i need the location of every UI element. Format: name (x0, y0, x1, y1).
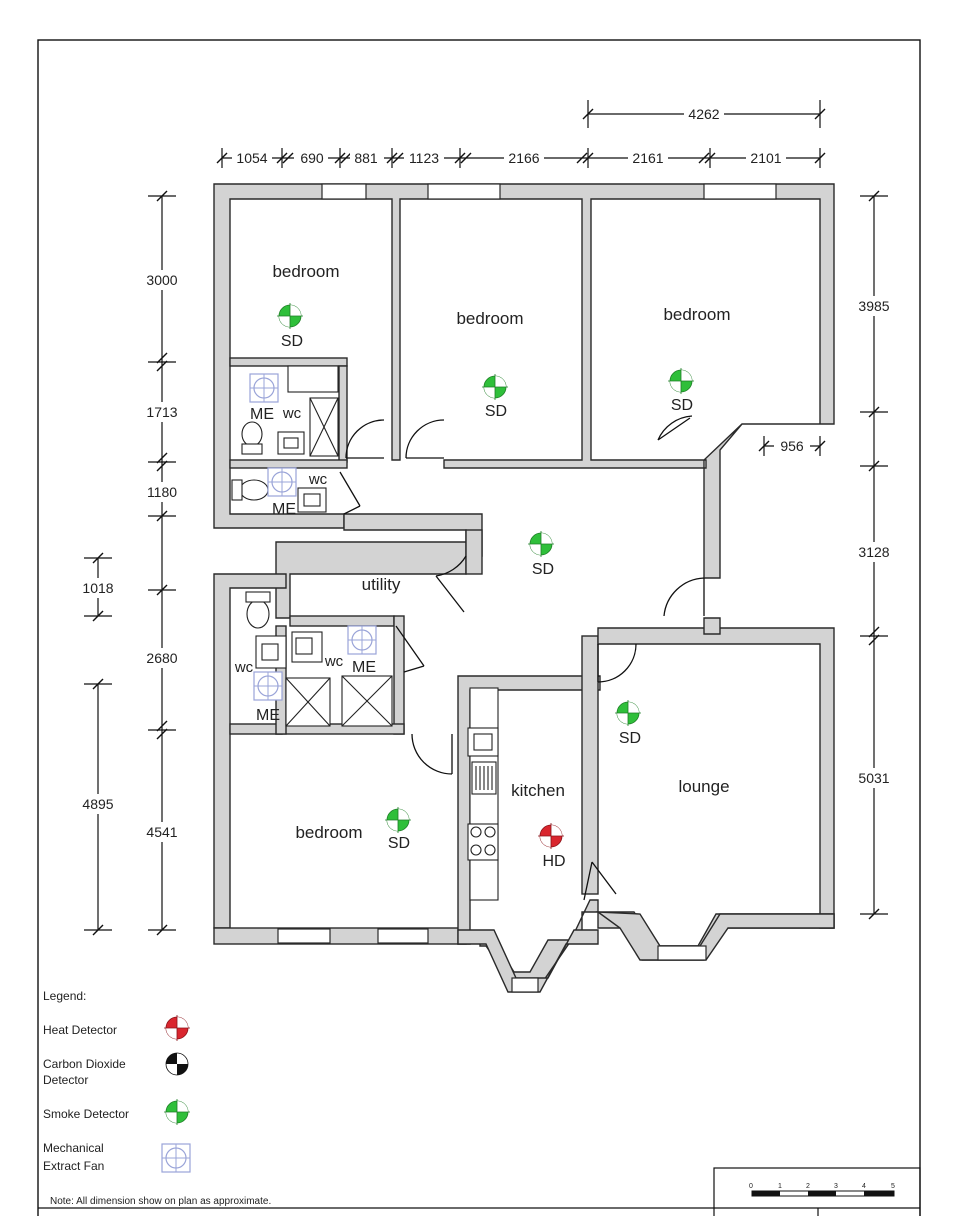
walls (213, 183, 835, 993)
scale-tick-3: 3 (834, 1183, 838, 1190)
smoke-detector-icon (614, 699, 642, 727)
wc-label-1: wc (282, 405, 302, 422)
dim-outer-1: 1018 (82, 580, 113, 596)
dim-top-4: 1123 (409, 150, 439, 166)
dim-top-5: 2166 (508, 150, 539, 166)
smoke-detector-icon (163, 1098, 191, 1126)
dim-left-1: 3000 (146, 272, 177, 288)
smoke-detector-icon (527, 530, 555, 558)
sd-label: SD (532, 561, 554, 578)
room-label-bedroom-sw: bedroom (295, 823, 362, 842)
carbon-dioxide-detector-icon (165, 1052, 189, 1076)
sd-label: SD (671, 397, 693, 414)
me-label: ME (250, 406, 274, 423)
legend-title: Legend: (43, 989, 86, 1003)
dim-left-5: 4541 (146, 824, 177, 840)
extract-fan-icon (347, 625, 377, 655)
legend-fan-label-2: Extract Fan (43, 1159, 104, 1173)
plan-note: Note: All dimension show on plan as appr… (50, 1196, 271, 1207)
dimension-labels: 4262 1054 690 881 1123 2166 2161 2101 30… (76, 105, 896, 842)
sanitary-fixtures (231, 365, 499, 901)
extract-fan-icon (161, 1143, 191, 1173)
sd-label: SD (281, 333, 303, 350)
legend-co2-label-2: Detector (43, 1073, 88, 1087)
sd-label: SD (619, 730, 641, 747)
title-block-box (713, 1167, 921, 1216)
scale-bar (751, 1190, 895, 1197)
dim-left-3: 1180 (147, 484, 177, 500)
wc-label-3: wc (234, 659, 254, 676)
extract-fan-icon (249, 373, 279, 403)
room-label-kitchen: kitchen (511, 781, 565, 800)
room-label-bedroom-ne: bedroom (663, 305, 730, 324)
heat-detector-icon (163, 1014, 191, 1042)
scale-tick-1: 1 (778, 1183, 782, 1190)
legend-smoke-label: Smoke Detector (43, 1107, 129, 1121)
room-label-utility: utility (362, 575, 401, 594)
scale-bar-ticks: 0 1 2 3 4 5 (749, 1183, 895, 1190)
dim-right-1: 3985 (858, 298, 889, 314)
smoke-detector-icon (667, 367, 695, 395)
wc-labels: wc wc wc wc (234, 405, 344, 676)
dim-outer-2: 4895 (82, 796, 113, 812)
extract-fan-icon (253, 671, 283, 701)
dim-top-2: 690 (300, 150, 324, 166)
dim-left-4: 2680 (146, 650, 177, 666)
scale-tick-0: 0 (749, 1183, 753, 1190)
room-label-lounge: lounge (678, 777, 729, 796)
extract-fan-icon (267, 467, 297, 497)
dim-right-2: 3128 (858, 544, 889, 560)
scale-tick-4: 4 (862, 1183, 866, 1190)
wc-label-2: wc (308, 471, 328, 488)
legend: Legend: Heat Detector Carbon Dioxide Det… (43, 989, 191, 1173)
windows (277, 183, 777, 993)
dim-top-6: 2161 (632, 150, 663, 166)
legend-co2-label-1: Carbon Dioxide (43, 1057, 126, 1071)
dim-right-3: 5031 (858, 770, 889, 786)
dim-top-1: 1054 (236, 150, 267, 166)
room-labels: bedroom bedroom bedroom utility kitchen … (272, 262, 730, 842)
doors (339, 415, 705, 901)
legend-fan-label-1: Mechanical (43, 1141, 104, 1155)
room-label-bedroom-nw: bedroom (272, 262, 339, 281)
hd-label: HD (542, 853, 565, 870)
me-label: ME (352, 659, 376, 676)
scale-tick-2: 2 (806, 1183, 810, 1190)
scale-tick-5: 5 (891, 1183, 895, 1190)
me-label: ME (256, 707, 280, 724)
legend-heat-label: Heat Detector (43, 1023, 117, 1037)
smoke-detector-icon (384, 806, 412, 834)
extract-fan-labels: ME ME ME ME (250, 406, 376, 724)
sd-label: SD (388, 835, 410, 852)
smoke-detector-icon (481, 373, 509, 401)
sd-label: SD (485, 403, 507, 420)
me-label: ME (272, 501, 296, 518)
heat-detector-icon (537, 822, 565, 850)
dim-bay: 956 (780, 438, 804, 454)
dim-top-overall: 4262 (688, 106, 719, 122)
smoke-detector-icon (276, 302, 304, 330)
dim-top-3: 881 (354, 150, 378, 166)
dim-left-2: 1713 (146, 404, 177, 420)
drawing-border (37, 39, 921, 1216)
room-label-bedroom-n: bedroom (456, 309, 523, 328)
dim-top-7: 2101 (750, 150, 781, 166)
smoke-detector-labels: SD SD SD SD SD SD (281, 333, 693, 852)
wc-label-4: wc (324, 653, 344, 670)
